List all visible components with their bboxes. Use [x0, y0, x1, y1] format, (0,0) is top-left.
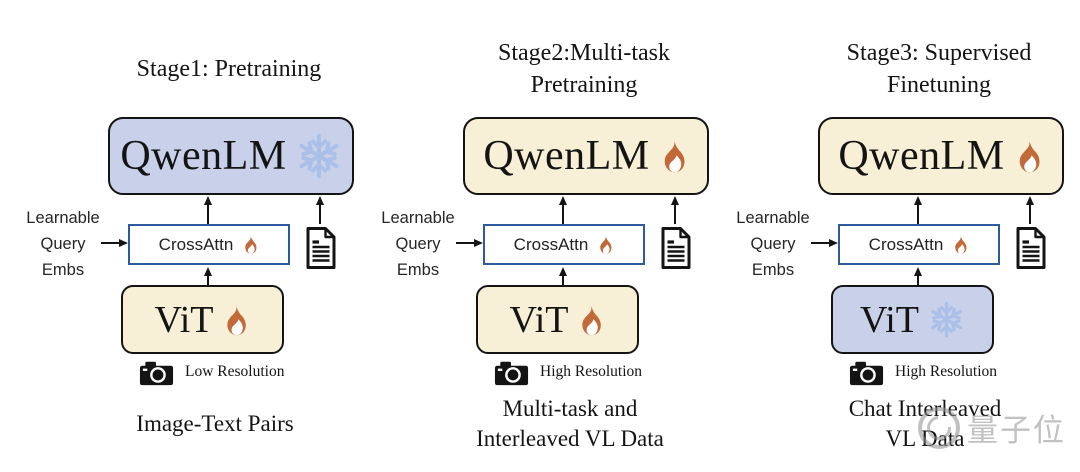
arrow-embs-to-crossattn	[456, 238, 483, 247]
qwenlm-block: QwenLM	[818, 117, 1064, 195]
flame-icon	[597, 233, 614, 256]
flame-icon	[952, 233, 969, 256]
crossattn-label: CrossAttn	[513, 234, 589, 254]
vit-block: ViT	[476, 285, 639, 354]
learnable-query-embs-label: Learnable Query Embs	[736, 209, 810, 279]
document-icon	[1014, 226, 1048, 270]
qwenlm-block: QwenLM	[108, 117, 354, 195]
flame-icon	[222, 301, 250, 339]
arrow-crossattn-to-qwenlm	[203, 196, 212, 224]
qwenlm-block: QwenLM	[463, 117, 709, 195]
arrow-crossattn-to-qwenlm	[558, 196, 567, 224]
arrow-document-to-qwenlm	[670, 196, 679, 224]
vit-label: ViT	[860, 298, 919, 341]
flame-icon	[577, 301, 605, 339]
crossattn-block: CrossAttn	[128, 224, 290, 265]
learnable-query-embs-label: Learnable Query Embs	[381, 209, 455, 279]
crossattn-block: CrossAttn	[483, 224, 645, 265]
document-icon	[304, 226, 338, 270]
stage2-data-caption: Multi-task and Interleaved VL Data	[476, 396, 664, 451]
stage2-column: Stage2:Multi-task Pretraining QwenLM Lea…	[380, 0, 760, 472]
flame-icon	[659, 136, 689, 176]
resolution-label: High Resolution	[895, 363, 998, 380]
arrow-document-to-qwenlm	[1025, 196, 1034, 224]
vit-label: ViT	[154, 298, 214, 341]
crossattn-label: CrossAttn	[158, 234, 234, 254]
qbitai-logo	[918, 406, 960, 449]
resolution-label: Low Resolution	[185, 363, 285, 380]
stage1-title: Stage1: Pretraining	[136, 56, 322, 83]
arrow-vit-to-crossattn	[913, 267, 922, 285]
vit-block: ViT	[121, 285, 284, 354]
vit-label: ViT	[509, 298, 569, 341]
resolution-label: High Resolution	[540, 363, 643, 380]
camera-icon	[138, 359, 175, 387]
stage3-title: Stage3: Supervised Finetuning	[846, 40, 1032, 98]
arrow-embs-to-crossattn	[101, 238, 128, 247]
document-icon	[659, 226, 693, 270]
stage1-data-caption: Image-Text Pairs	[136, 411, 294, 437]
arrow-embs-to-crossattn	[811, 238, 838, 247]
camera-icon	[848, 359, 885, 387]
snowflake-icon	[296, 133, 342, 179]
qwenlm-label: QwenLM	[483, 133, 650, 179]
stage3-data-caption: Chat Interleaved VL Data	[848, 396, 1002, 451]
camera-icon	[493, 359, 530, 387]
stage3-column: Stage3: Supervised Finetuning QwenLM Lea…	[735, 0, 1080, 472]
arrow-document-to-qwenlm	[315, 196, 324, 224]
qwenlm-label: QwenLM	[838, 133, 1005, 179]
arrow-vit-to-crossattn	[558, 267, 567, 285]
arrow-crossattn-to-qwenlm	[913, 196, 922, 224]
flame-icon	[242, 233, 259, 256]
watermark-text: 量子位	[967, 413, 1066, 449]
crossattn-label: CrossAttn	[868, 234, 944, 254]
stage1-column: Stage1: Pretraining QwenLM Learnable Que…	[25, 0, 405, 472]
watermark: 量子位	[918, 405, 1066, 450]
stage2-title: Stage2:Multi-task Pretraining	[498, 40, 670, 98]
snowflake-icon	[928, 301, 965, 338]
qwenlm-label: QwenLM	[120, 133, 287, 179]
learnable-query-embs-label: Learnable Query Embs	[26, 209, 100, 279]
crossattn-block: CrossAttn	[838, 224, 1000, 265]
vit-block: ViT	[831, 285, 994, 354]
flame-icon	[1014, 136, 1044, 176]
arrow-vit-to-crossattn	[203, 267, 212, 285]
